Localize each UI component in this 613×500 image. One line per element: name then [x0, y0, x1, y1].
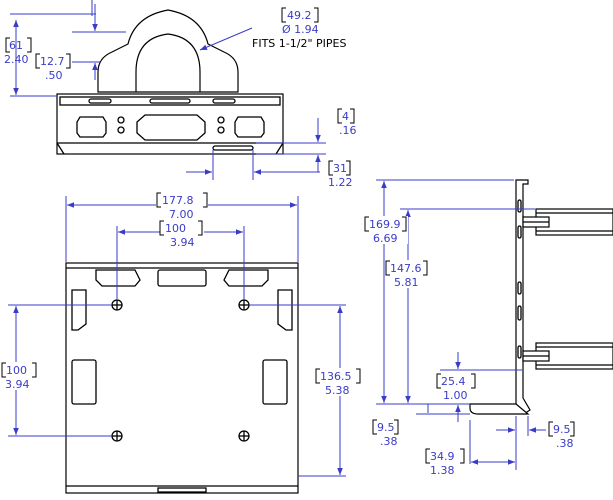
mounting-hole: [111, 299, 123, 311]
dim-value-mm: 9.5: [553, 423, 571, 436]
label-front-hole-h: 100 3.94: [159, 220, 204, 249]
pipe-clamp-lower: [522, 342, 613, 370]
dim-value-in: 5.81: [394, 276, 419, 289]
dim-value-mm: 100: [6, 364, 27, 377]
top-slot: [149, 98, 191, 104]
side-cutout: [262, 359, 288, 405]
plate-top-rib: [59, 96, 281, 106]
dim-value-mm: 4: [342, 110, 349, 123]
center-cutout: [136, 114, 206, 141]
pipe-clamp-arch: [97, 9, 239, 93]
dim-value-in: 7.00: [169, 208, 194, 221]
bottom-slot: [212, 145, 254, 151]
dim-value-mm: 12.7: [40, 55, 65, 68]
label-side-clamp: 147.6 5.81: [385, 260, 430, 289]
pipe-diameter: Ø 1.94: [282, 23, 319, 36]
front-view: 177.8 7.00 100 3.94 100 3.94 136.5 5.38: [1, 192, 364, 494]
label-side-gap-right: 9.5 .38: [548, 421, 575, 450]
dim-value-in: 1.22: [328, 176, 353, 189]
dim-flange: [256, 118, 326, 172]
dim-value-mm: 34.9: [430, 450, 455, 463]
plate-slots: [517, 199, 522, 359]
dim-value-in: 6.69: [373, 232, 398, 245]
label-arch: 12.7 .50: [35, 53, 71, 82]
mount-plate: [65, 262, 299, 494]
label-side-depth: 34.9 1.38: [425, 448, 465, 477]
plate-tab: [275, 142, 284, 155]
dim-top-height: [10, 0, 96, 97]
dim-side-gaps: [416, 404, 546, 470]
side-foot: [469, 403, 530, 415]
small-holes: [117, 116, 225, 134]
side-slot: [277, 289, 293, 331]
dim-value-in: 1.00: [443, 389, 468, 402]
dim-value-in: .16: [339, 124, 357, 137]
label-front-hole-v: 100 3.94: [1, 362, 38, 391]
top-cutout: [95, 269, 141, 287]
dim-value-in: .38: [380, 435, 398, 448]
mounting-hole: [238, 299, 250, 311]
dim-value-mm: 169.9: [369, 218, 401, 231]
label-side-gap-left: 9.5 .38: [372, 419, 399, 448]
label-side-lip: 25.4 1.00: [436, 373, 478, 402]
plate-tab: [56, 142, 65, 155]
label-height: 61 2.40: [4, 37, 32, 66]
label-front-width: 177.8 7.00: [156, 192, 208, 221]
pipe-leader: [199, 27, 253, 51]
dim-value-in: 5.38: [325, 384, 350, 397]
top-cutout: [157, 269, 207, 287]
dim-value-in: 3.94: [170, 236, 195, 249]
dim-value-mm: 25.4: [441, 375, 466, 388]
mounting-hole: [111, 430, 123, 442]
label-flange: 4 .16: [337, 108, 357, 137]
side-view: 169.9 6.69 147.6 5.81 25.4 1.00 9.5 .38 …: [364, 179, 613, 477]
dim-value-in: 1.38: [430, 464, 455, 477]
dim-value-in: 2.40: [4, 53, 29, 66]
pipe-clamp-upper: [522, 208, 613, 236]
dim-value-mm: 49.2: [287, 9, 312, 22]
label-slot: 31 1.22: [328, 160, 353, 189]
dim-value-in: .50: [45, 69, 63, 82]
dim-value-mm: 31: [333, 162, 347, 175]
side-slot: [71, 289, 87, 331]
top-slot: [212, 98, 236, 104]
label-pipe: 49.2 Ø 1.94 FITS 1-1/2" PIPES: [252, 7, 346, 50]
top-cutout: [223, 269, 269, 287]
dim-slot: [186, 150, 320, 180]
dim-value-mm: 136.5: [320, 370, 352, 383]
dim-value-mm: 100: [165, 222, 186, 235]
top-slot: [88, 98, 112, 104]
bottom-slot: [157, 487, 207, 493]
top-view: 61 2.40 12.7 .50 49.2 Ø 1.94 FITS 1-1/2"…: [4, 0, 357, 189]
dim-value-mm: 177.8: [162, 194, 194, 207]
dim-value-in: 3.94: [5, 378, 30, 391]
dim-value-in: .38: [556, 437, 574, 450]
side-plate: [515, 179, 531, 415]
bracket-base-plate: [56, 93, 284, 155]
label-side-overall: 169.9 6.69: [364, 216, 408, 245]
dim-arch: [72, 4, 126, 80]
dim-value-mm: 147.6: [390, 262, 422, 275]
side-cutout: [76, 116, 107, 138]
pipe-note: FITS 1-1/2" PIPES: [252, 37, 346, 50]
label-front-height: 136.5 5.38: [315, 368, 364, 397]
side-cutout: [234, 116, 265, 138]
mounting-hole: [238, 430, 250, 442]
dim-value-mm: 61: [9, 39, 23, 52]
side-cutout: [71, 359, 97, 405]
dim-value-mm: 9.5: [377, 421, 395, 434]
